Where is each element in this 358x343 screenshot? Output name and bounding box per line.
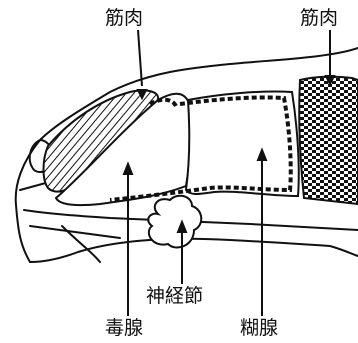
label-nerve-ganglion: 神経節	[146, 287, 203, 306]
nerve-ganglion	[148, 196, 201, 248]
label-venom-gland: 毒腺	[105, 319, 143, 338]
label-mucous-gland: 糊腺	[240, 319, 278, 338]
label-muscle-left: 筋肉	[105, 9, 143, 28]
muscle-right-region	[299, 77, 358, 204]
label-muscle-right: 筋肉	[300, 9, 338, 28]
mucous-gland	[186, 91, 299, 196]
leader-muscle-left	[138, 30, 142, 86]
